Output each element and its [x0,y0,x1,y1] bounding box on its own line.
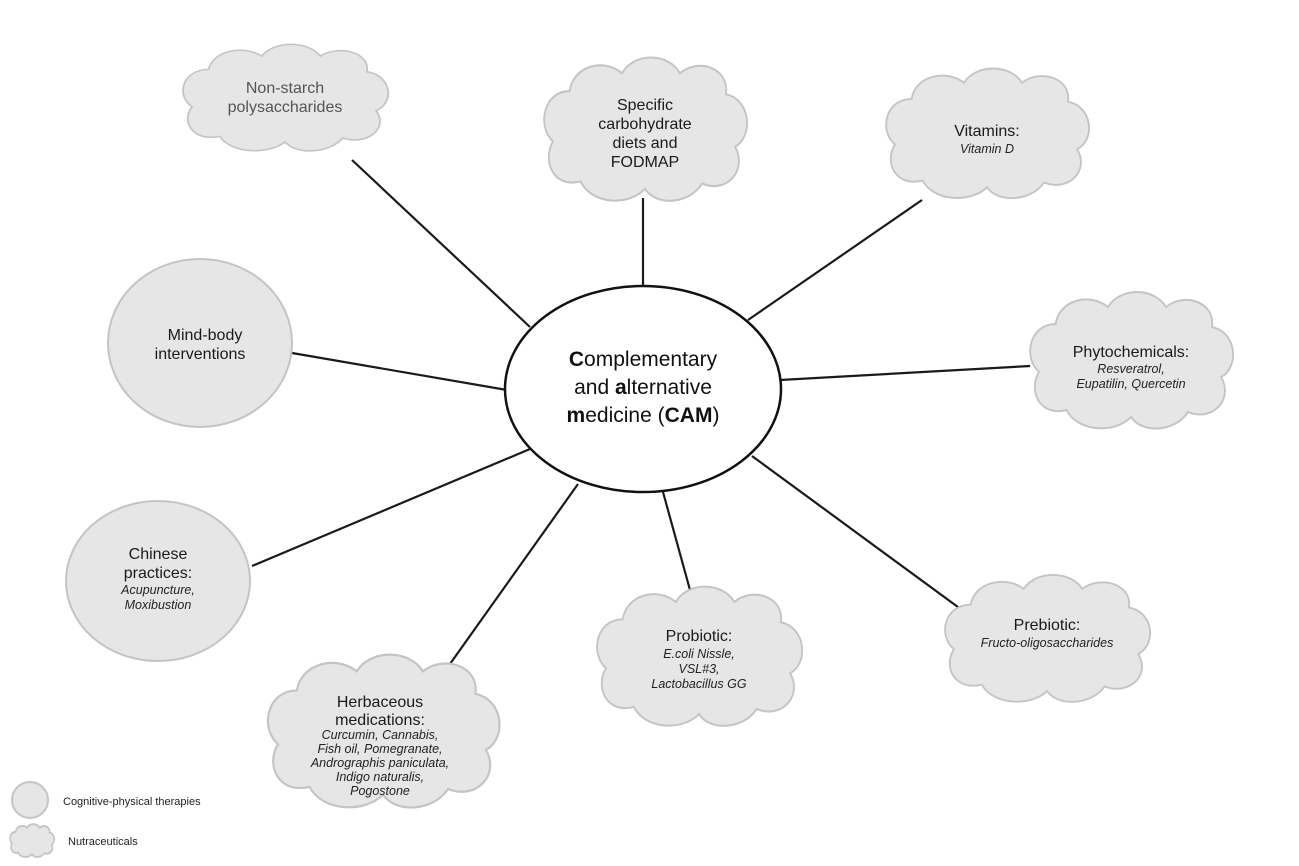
circle-shape [107,258,293,428]
node-title: interventions [155,346,246,363]
node-item: Fructo-oligosaccharides [981,636,1114,650]
node-chinese: Chinese practices: Acupuncture, Moxibust… [65,500,251,662]
node-prebiotic: Prebiotic: Fructo-oligosaccharides [944,573,1152,703]
node-title: Vitamins: [954,123,1020,140]
legend-cognitive-label: Cognitive-physical therapies [63,796,201,808]
center-line-1: Complementary [569,348,718,371]
connectors [251,159,1031,679]
connector-probiotic [661,491,692,591]
node-title: Non-starch [246,80,324,97]
connector-vitamins [747,199,923,321]
node-item: Curcumin, Cannabis, [322,728,439,742]
legend-circle-icon [11,781,49,819]
node-phytochemicals: Phytochemicals: Resveratrol, Eupatilin, … [1029,291,1235,430]
node-title: polysaccharides [228,99,343,116]
node-title: Herbaceous [337,694,423,711]
node-item: Vitamin D [960,142,1014,156]
connector-non-starch [351,159,531,328]
circle-shape [65,500,251,662]
node-probiotic: Probiotic: E.coli Nissle, VSL#3, Lactoba… [596,585,804,727]
node-item: Fish oil, Pomegranate, [317,742,442,756]
center-line-2: and alternative [574,376,712,399]
node-title: Prebiotic: [1014,617,1081,634]
node-specific-carb: Specific carbohydrate diets and FODMAP [543,56,749,202]
node-title: FODMAP [611,154,679,171]
node-title: Phytochemicals: [1073,344,1190,361]
node-herbaceous: Herbaceous medications: Curcumin, Cannab… [266,653,501,809]
cloud-shape [182,43,390,152]
node-item: VSL#3, [678,662,719,676]
node-item: Lactobacillus GG [651,677,746,691]
node-item: Moxibustion [125,598,192,612]
node-title: diets and [613,135,678,152]
legend: Cognitive-physical therapies Nutraceutic… [9,781,201,858]
center-node: Complementary and alternative medicine (… [503,284,783,494]
connector-prebiotic [751,455,963,611]
connector-chinese [251,447,531,568]
node-title: Specific [617,97,673,114]
node-mind-body: Mind-body interventions [107,258,293,428]
node-title: medications: [335,712,425,729]
node-item: Andrographis paniculata, [310,756,449,770]
legend-nutraceuticals-label: Nutraceuticals [68,836,138,848]
node-item: Indigo naturalis, [336,770,424,784]
legend-cloud-icon [9,823,56,858]
node-item: Eupatilin, Quercetin [1076,377,1185,391]
node-item: Resveratrol, [1097,362,1164,376]
center-line-3: medicine (CAM) [567,404,720,427]
node-title: Chinese [129,546,188,563]
connector-mind-body [291,351,508,392]
connector-herbaceous [439,483,579,679]
node-item: E.coli Nissle, [663,647,735,661]
node-title: Probiotic: [666,628,733,645]
node-title: Mind-body [168,327,243,344]
node-non-starch: Non-starch polysaccharides [182,43,390,152]
node-title: carbohydrate [598,116,691,133]
connector-phytochemicals [779,364,1031,382]
center-ellipse [503,284,783,494]
node-title: practices: [124,565,192,582]
node-vitamins: Vitamins: Vitamin D [885,67,1091,200]
node-item: Pogostone [350,784,410,798]
node-item: Acupuncture, [120,583,195,597]
